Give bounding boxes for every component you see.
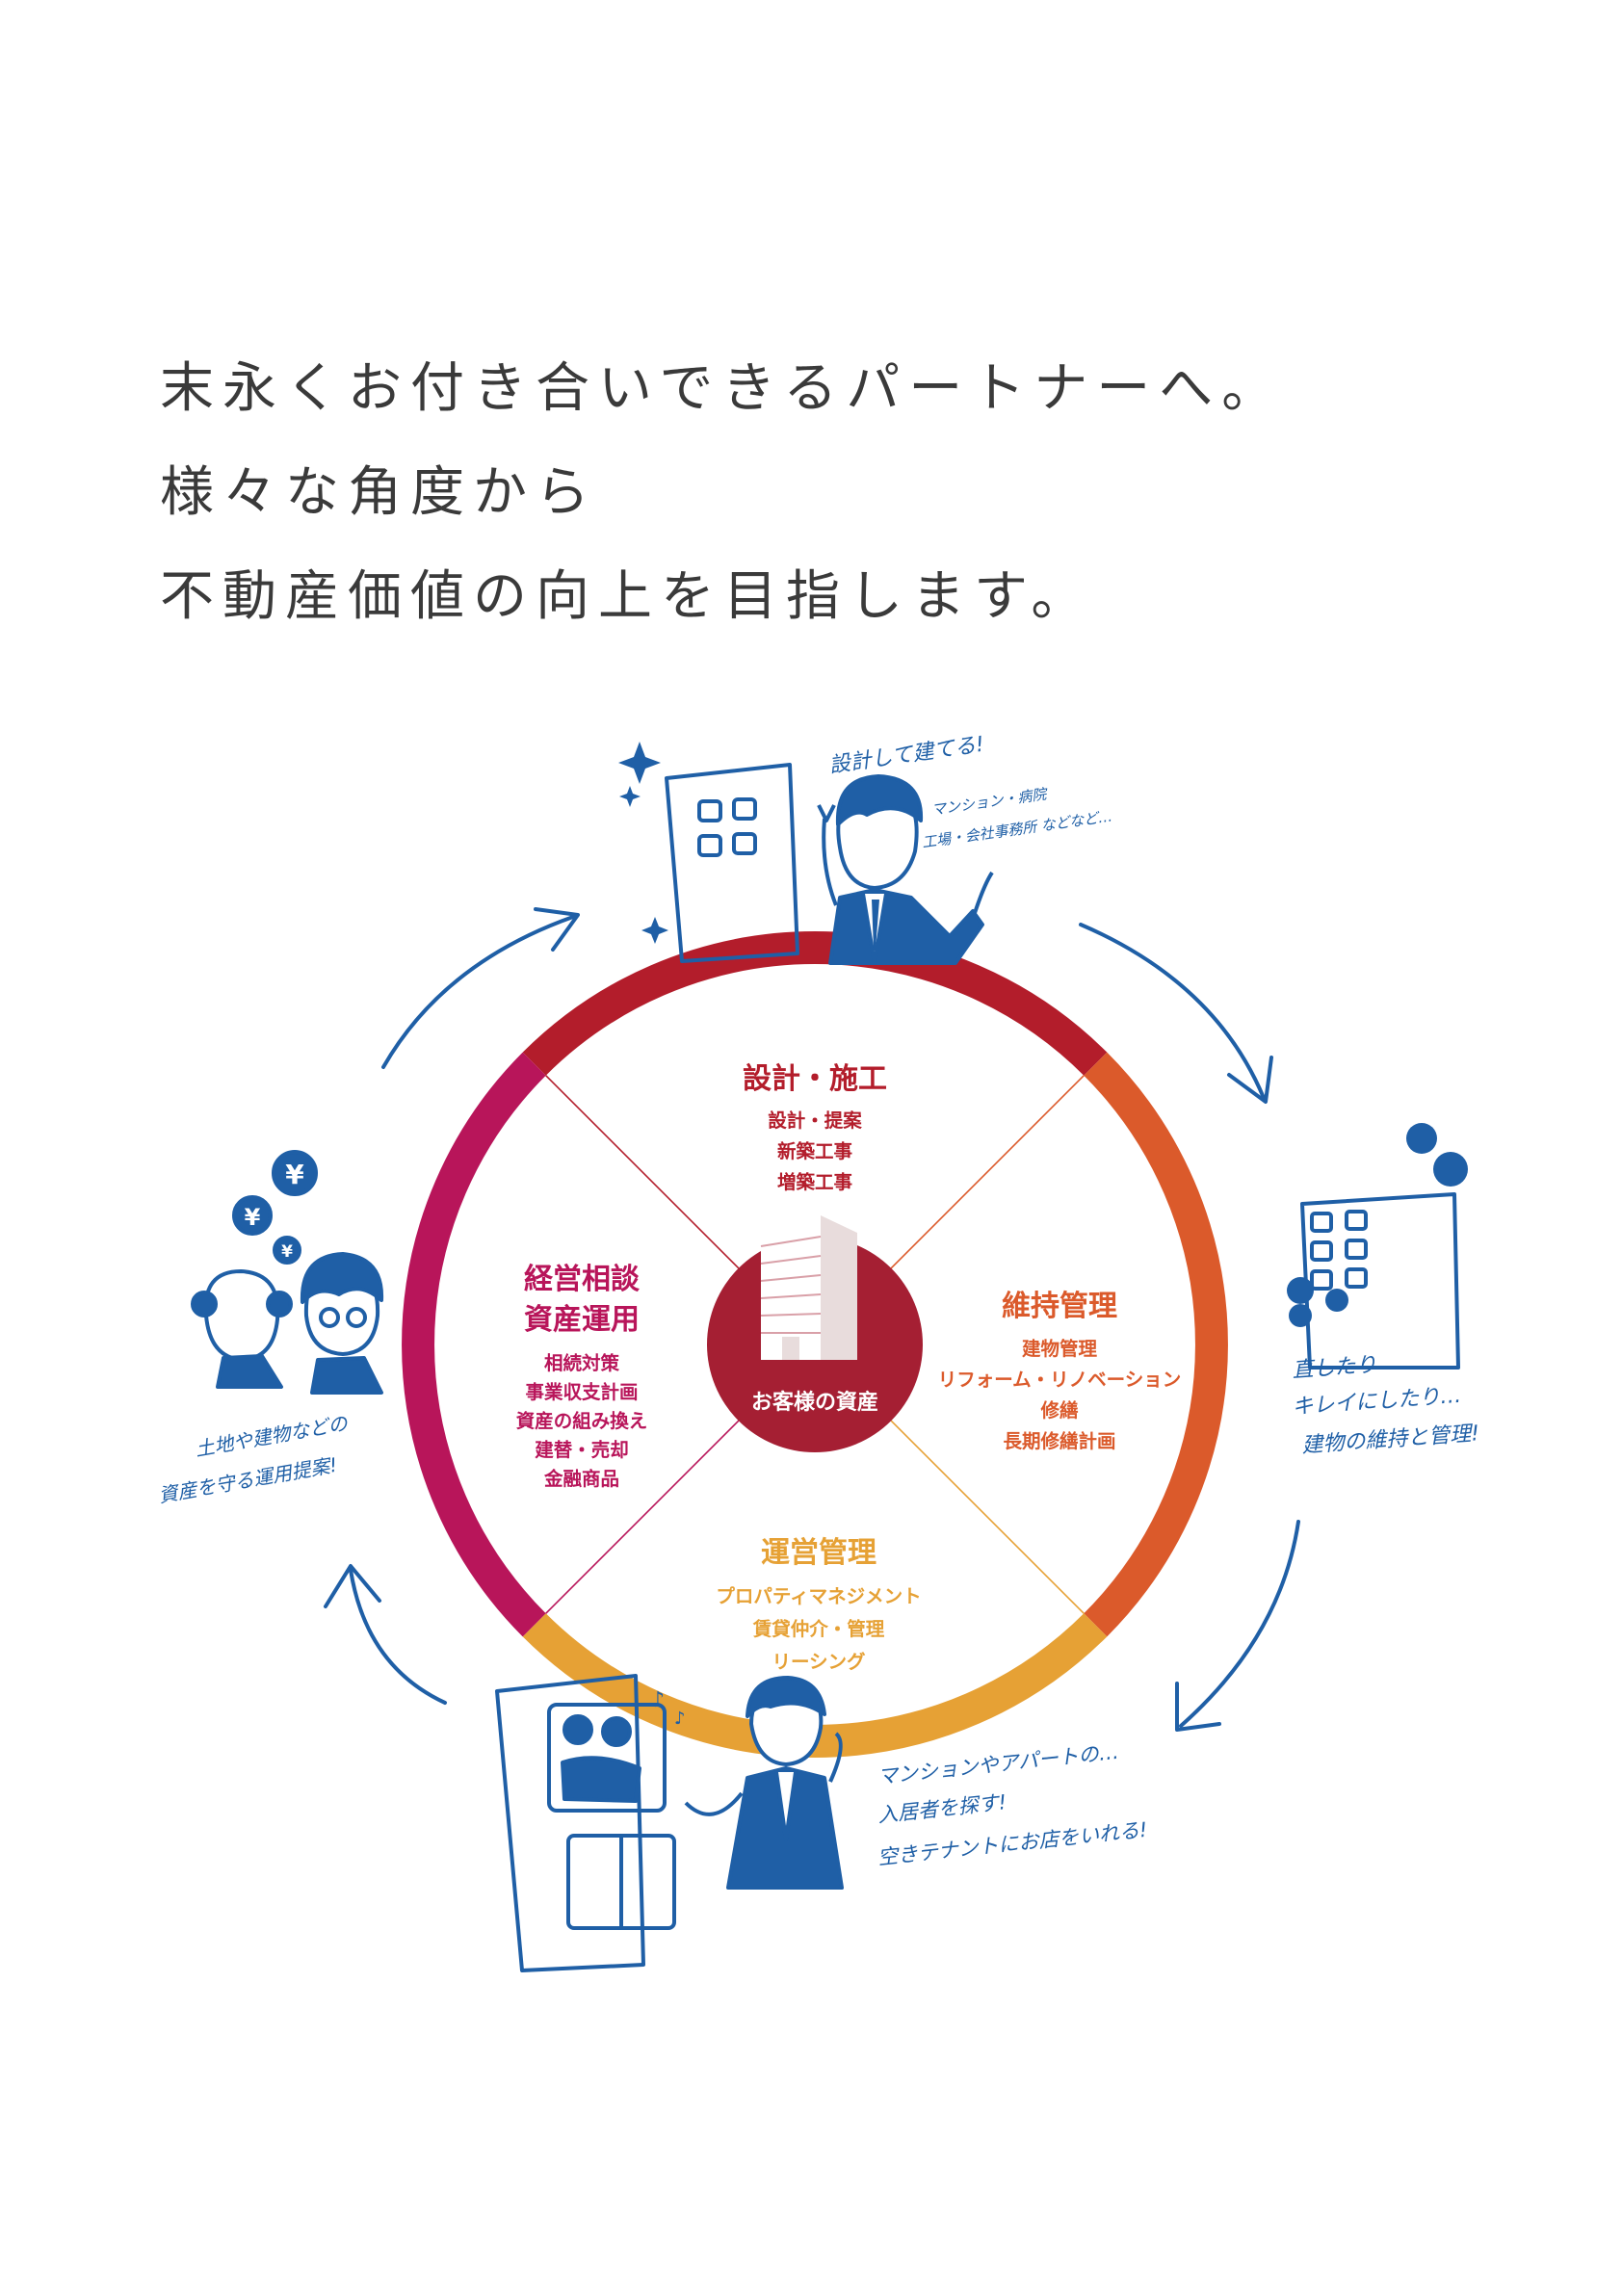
- note-right-3: 建物の維持と管理!: [1301, 1422, 1480, 1458]
- section-operation-title: 運営管理: [761, 1536, 876, 1570]
- section-maintenance-item: 修繕: [1039, 1399, 1079, 1422]
- section-consulting-title: 経営相談: [524, 1263, 641, 1296]
- elderly-man: [191, 1269, 293, 1389]
- note-top-main: 設計して建てる!: [827, 733, 985, 778]
- note-top-sub-1: マンション・病院: [930, 785, 1049, 819]
- section-consulting-item: 相続対策: [544, 1352, 620, 1374]
- agent-person: [684, 1676, 844, 1890]
- section-consulting-item: 金融商品: [543, 1468, 619, 1490]
- section-maintenance-item: リフォーム・リノベーション: [938, 1369, 1182, 1391]
- section-consulting-item: 事業収支計画: [525, 1381, 638, 1403]
- arrow-bottom-to-left-icon: [324, 1564, 447, 1705]
- divider-bottom-right: [890, 1420, 1085, 1614]
- center-label: お客様の資産: [751, 1390, 878, 1415]
- headline: 末永くお付き合いできるパートナーへ。 様々な角度から 不動産価値の向上を目指しま…: [160, 337, 1284, 649]
- divider-bottom-left: [545, 1420, 740, 1614]
- section-consulting-item: 資産の組み換え: [516, 1410, 648, 1432]
- yen-symbol: ¥: [281, 1242, 293, 1262]
- yen-coin-icon: ¥: [272, 1150, 318, 1196]
- center-asset: お客様の資産: [707, 1215, 923, 1452]
- section-maintenance-item: 建物管理: [1022, 1338, 1098, 1360]
- arrow-right-to-bottom-icon: [1175, 1520, 1300, 1732]
- section-maintenance: 維持管理 建物管理 リフォーム・リノベーション 修繕 長期修繕計画: [938, 1290, 1182, 1452]
- section-consulting-title: 資産運用: [524, 1303, 640, 1337]
- ring-segment-design: [522, 931, 1108, 1076]
- headline-line-2: 様々な角度から: [160, 461, 598, 524]
- ring-segment-consulting: [402, 1052, 546, 1637]
- music-note-text: ♪: [674, 1709, 686, 1729]
- section-design-item: 増築工事: [777, 1171, 852, 1193]
- illustration-architect: [618, 742, 994, 965]
- arrow-left-to-top-icon: [381, 907, 580, 1069]
- music-note-text: ♪: [651, 1688, 665, 1712]
- sparkle-icon: [618, 742, 668, 944]
- divider-top-right: [890, 1075, 1085, 1269]
- illustration-repaired-building: [1287, 1123, 1468, 1370]
- yen-symbol: ¥: [285, 1159, 304, 1190]
- section-operation: 運営管理 プロパティマネジメント 賃貸仲介・管理 リーシング: [716, 1536, 921, 1673]
- note-bottom-2: 入居者を探す!: [876, 1790, 1007, 1827]
- section-design-item: 設計・提案: [768, 1109, 862, 1132]
- building-icon: [760, 1215, 857, 1360]
- section-maintenance-item: 長期修繕計画: [1003, 1430, 1115, 1452]
- section-design-title: 設計・施工: [743, 1062, 887, 1096]
- section-operation-item: 賃貸仲介・管理: [752, 1618, 885, 1640]
- architect-person: [817, 774, 994, 965]
- note-left-1: 土地や建物などの: [194, 1411, 351, 1461]
- section-dividers: [545, 1075, 1085, 1614]
- section-operation-item: リーシング: [772, 1651, 866, 1673]
- note-left-2: 資産を守る運用提案!: [157, 1453, 339, 1507]
- section-consulting: 経営相談 資産運用 相続対策 事業収支計画 資産の組み換え 建替・売却 金融商品: [516, 1263, 648, 1490]
- illustration-elderly-couple: ¥ ¥ ¥: [191, 1150, 384, 1395]
- yen-coin-icon: ¥: [232, 1195, 273, 1236]
- scribble-patch-icon: [1287, 1123, 1468, 1327]
- section-design: 設計・施工 設計・提案 新築工事 増築工事: [743, 1062, 887, 1193]
- note-right-1: 直したり: [1292, 1353, 1378, 1383]
- section-operation-item: プロパティマネジメント: [716, 1585, 921, 1607]
- note-bottom-1: マンションやアパートの…: [876, 1740, 1120, 1788]
- section-maintenance-title: 維持管理: [1002, 1290, 1117, 1323]
- elderly-woman: [300, 1252, 384, 1395]
- music-note-icon: ♪ ♪: [651, 1688, 686, 1729]
- cycle-arrows: [324, 907, 1300, 1732]
- note-right-2: キレイにしたり…: [1292, 1384, 1462, 1420]
- headline-line-3: 不動産価値の向上を目指します。: [160, 565, 1094, 628]
- section-consulting-item: 建替・売却: [535, 1439, 629, 1461]
- yen-coin-icon: ¥: [273, 1236, 301, 1265]
- tenant-window: [547, 1703, 667, 1813]
- illustration-leasing-agent: ♪ ♪: [495, 1674, 844, 1972]
- arrow-top-to-right-icon: [1079, 923, 1273, 1104]
- building-illustration: [665, 763, 799, 963]
- section-design-item: 新築工事: [777, 1140, 852, 1162]
- headline-line-1: 末永くお付き合いできるパートナーへ。: [160, 357, 1285, 420]
- yen-symbol: ¥: [245, 1204, 261, 1231]
- note-bottom-3: 空きテナントにお店をいれる!: [876, 1818, 1148, 1869]
- divider-top-left: [545, 1075, 740, 1269]
- ring-segment-maintenance: [1084, 1052, 1228, 1637]
